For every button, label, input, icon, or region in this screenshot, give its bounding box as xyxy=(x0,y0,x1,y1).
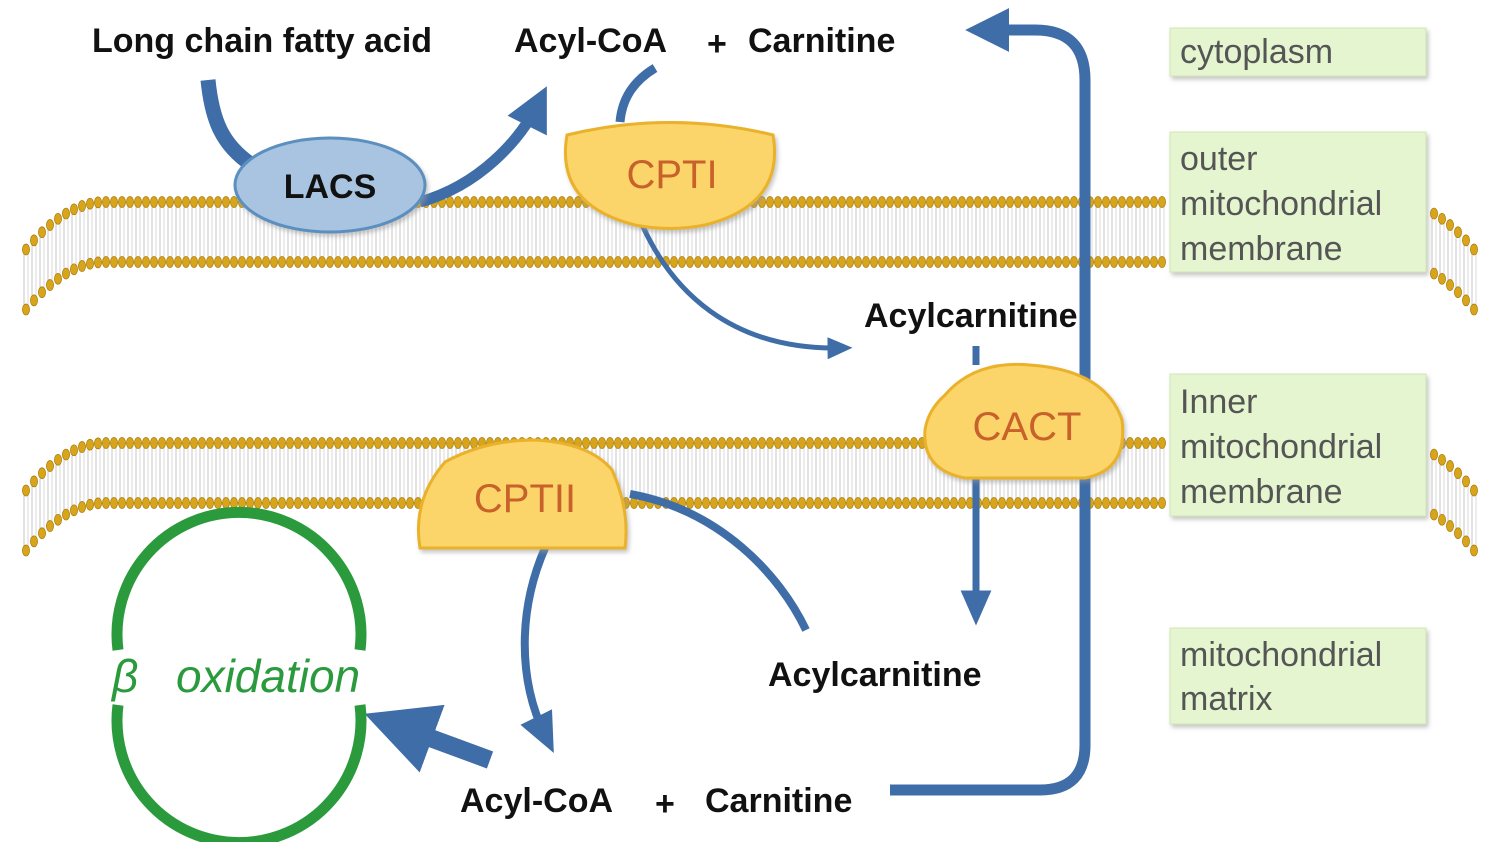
enzyme-cpt1: CPTI xyxy=(564,121,776,230)
svg-text:Inner: Inner xyxy=(1180,383,1258,421)
arrow-acyl-coa-to-beta-oxidation xyxy=(364,704,494,773)
compartment-cytoplasm-line: cytoplasm xyxy=(1180,33,1333,71)
arrow-cpt2-to-acyl-coa xyxy=(520,546,554,753)
svg-text:CPTI: CPTI xyxy=(626,153,717,197)
svg-text:Carnitine: Carnitine xyxy=(748,22,895,60)
beta-symbol: β xyxy=(110,650,138,702)
compartment-inner-line-2: mitochondrial xyxy=(1180,428,1382,466)
compartment-cytoplasm: cytoplasm xyxy=(1169,27,1427,77)
svg-text:Acylcarnitine: Acylcarnitine xyxy=(864,297,1078,335)
compartment-outer-line-1: outer xyxy=(1180,140,1258,178)
svg-text:outer: outer xyxy=(1180,140,1258,178)
svg-text:mitochondrial: mitochondrial xyxy=(1180,185,1382,223)
arrow-lacs-to-acyl-coa xyxy=(418,86,547,208)
svg-text:membrane: membrane xyxy=(1180,230,1343,268)
svg-text:matrix: matrix xyxy=(1180,680,1273,718)
enzyme-cpt2-label: CPTII xyxy=(474,477,576,521)
label-acylcarnitine-intermembrane: Acylcarnitine xyxy=(864,297,1078,335)
beta-oxidation-cycle: β oxidation xyxy=(110,506,367,847)
svg-text:+: + xyxy=(707,25,727,63)
svg-text:Carnitine: Carnitine xyxy=(705,782,852,820)
svg-text:Acylcarnitine: Acylcarnitine xyxy=(768,656,982,694)
svg-text:+: + xyxy=(655,785,675,823)
compartment-matrix: mitochondrial matrix xyxy=(1169,627,1427,725)
svg-text:CACT: CACT xyxy=(973,405,1082,449)
label-plus-top: + xyxy=(707,25,727,63)
outer-membrane-bilayer xyxy=(22,196,1478,316)
svg-text:β: β xyxy=(110,650,138,702)
label-carnitine-bottom: Carnitine xyxy=(705,782,852,820)
compartment-outer-line-2: mitochondrial xyxy=(1180,185,1382,223)
compartment-inner-membrane: Inner mitochondrial membrane xyxy=(1169,373,1427,517)
label-carnitine-top: Carnitine xyxy=(748,22,895,60)
svg-text:Acyl-CoA: Acyl-CoA xyxy=(514,22,667,60)
svg-text:Long chain fatty acid: Long chain fatty acid xyxy=(92,22,432,60)
label-acyl-coa-top: Acyl-CoA xyxy=(514,22,667,60)
enzyme-cact-label: CACT xyxy=(973,405,1082,449)
enzyme-cact: CACT xyxy=(923,362,1125,480)
svg-text:CPTII: CPTII xyxy=(474,477,576,521)
label-plus-bottom: + xyxy=(655,785,675,823)
enzyme-lacs-label: LACS xyxy=(284,168,377,206)
compartment-outer-membrane: outer mitochondrial membrane xyxy=(1169,131,1427,273)
compartment-matrix-line-2: matrix xyxy=(1180,680,1273,718)
svg-text:LACS: LACS xyxy=(284,168,377,206)
compartment-inner-line-1: Inner xyxy=(1180,383,1258,421)
compartment-matrix-line-1: mitochondrial xyxy=(1180,636,1382,674)
label-acyl-coa-bottom: Acyl-CoA xyxy=(460,782,613,820)
svg-text:oxidation: oxidation xyxy=(176,650,360,702)
arrow-acyl-coa-to-cpt1 xyxy=(615,64,658,123)
svg-text:Acyl-CoA: Acyl-CoA xyxy=(460,782,613,820)
svg-text:mitochondrial: mitochondrial xyxy=(1180,636,1382,674)
svg-text:mitochondrial: mitochondrial xyxy=(1180,428,1382,466)
compartment-outer-line-3: membrane xyxy=(1180,230,1343,268)
svg-text:cytoplasm: cytoplasm xyxy=(1180,33,1333,71)
enzyme-lacs: LACS xyxy=(233,136,427,234)
enzyme-cpt2: CPTII xyxy=(416,438,628,550)
label-acylcarnitine-matrix: Acylcarnitine xyxy=(768,656,982,694)
arrow-fatty-acid-to-lacs xyxy=(200,79,257,172)
enzyme-cpt1-label: CPTI xyxy=(626,153,717,197)
beta-oxidation-word: oxidation xyxy=(176,650,360,702)
compartment-inner-line-3: membrane xyxy=(1180,473,1343,511)
arrow-cpt1-to-acylcarnitine xyxy=(637,219,853,360)
svg-text:membrane: membrane xyxy=(1180,473,1343,511)
arrow-acylcarnitine-to-cpt2 xyxy=(629,490,810,632)
label-long-chain-fatty-acid: Long chain fatty acid xyxy=(92,22,432,60)
